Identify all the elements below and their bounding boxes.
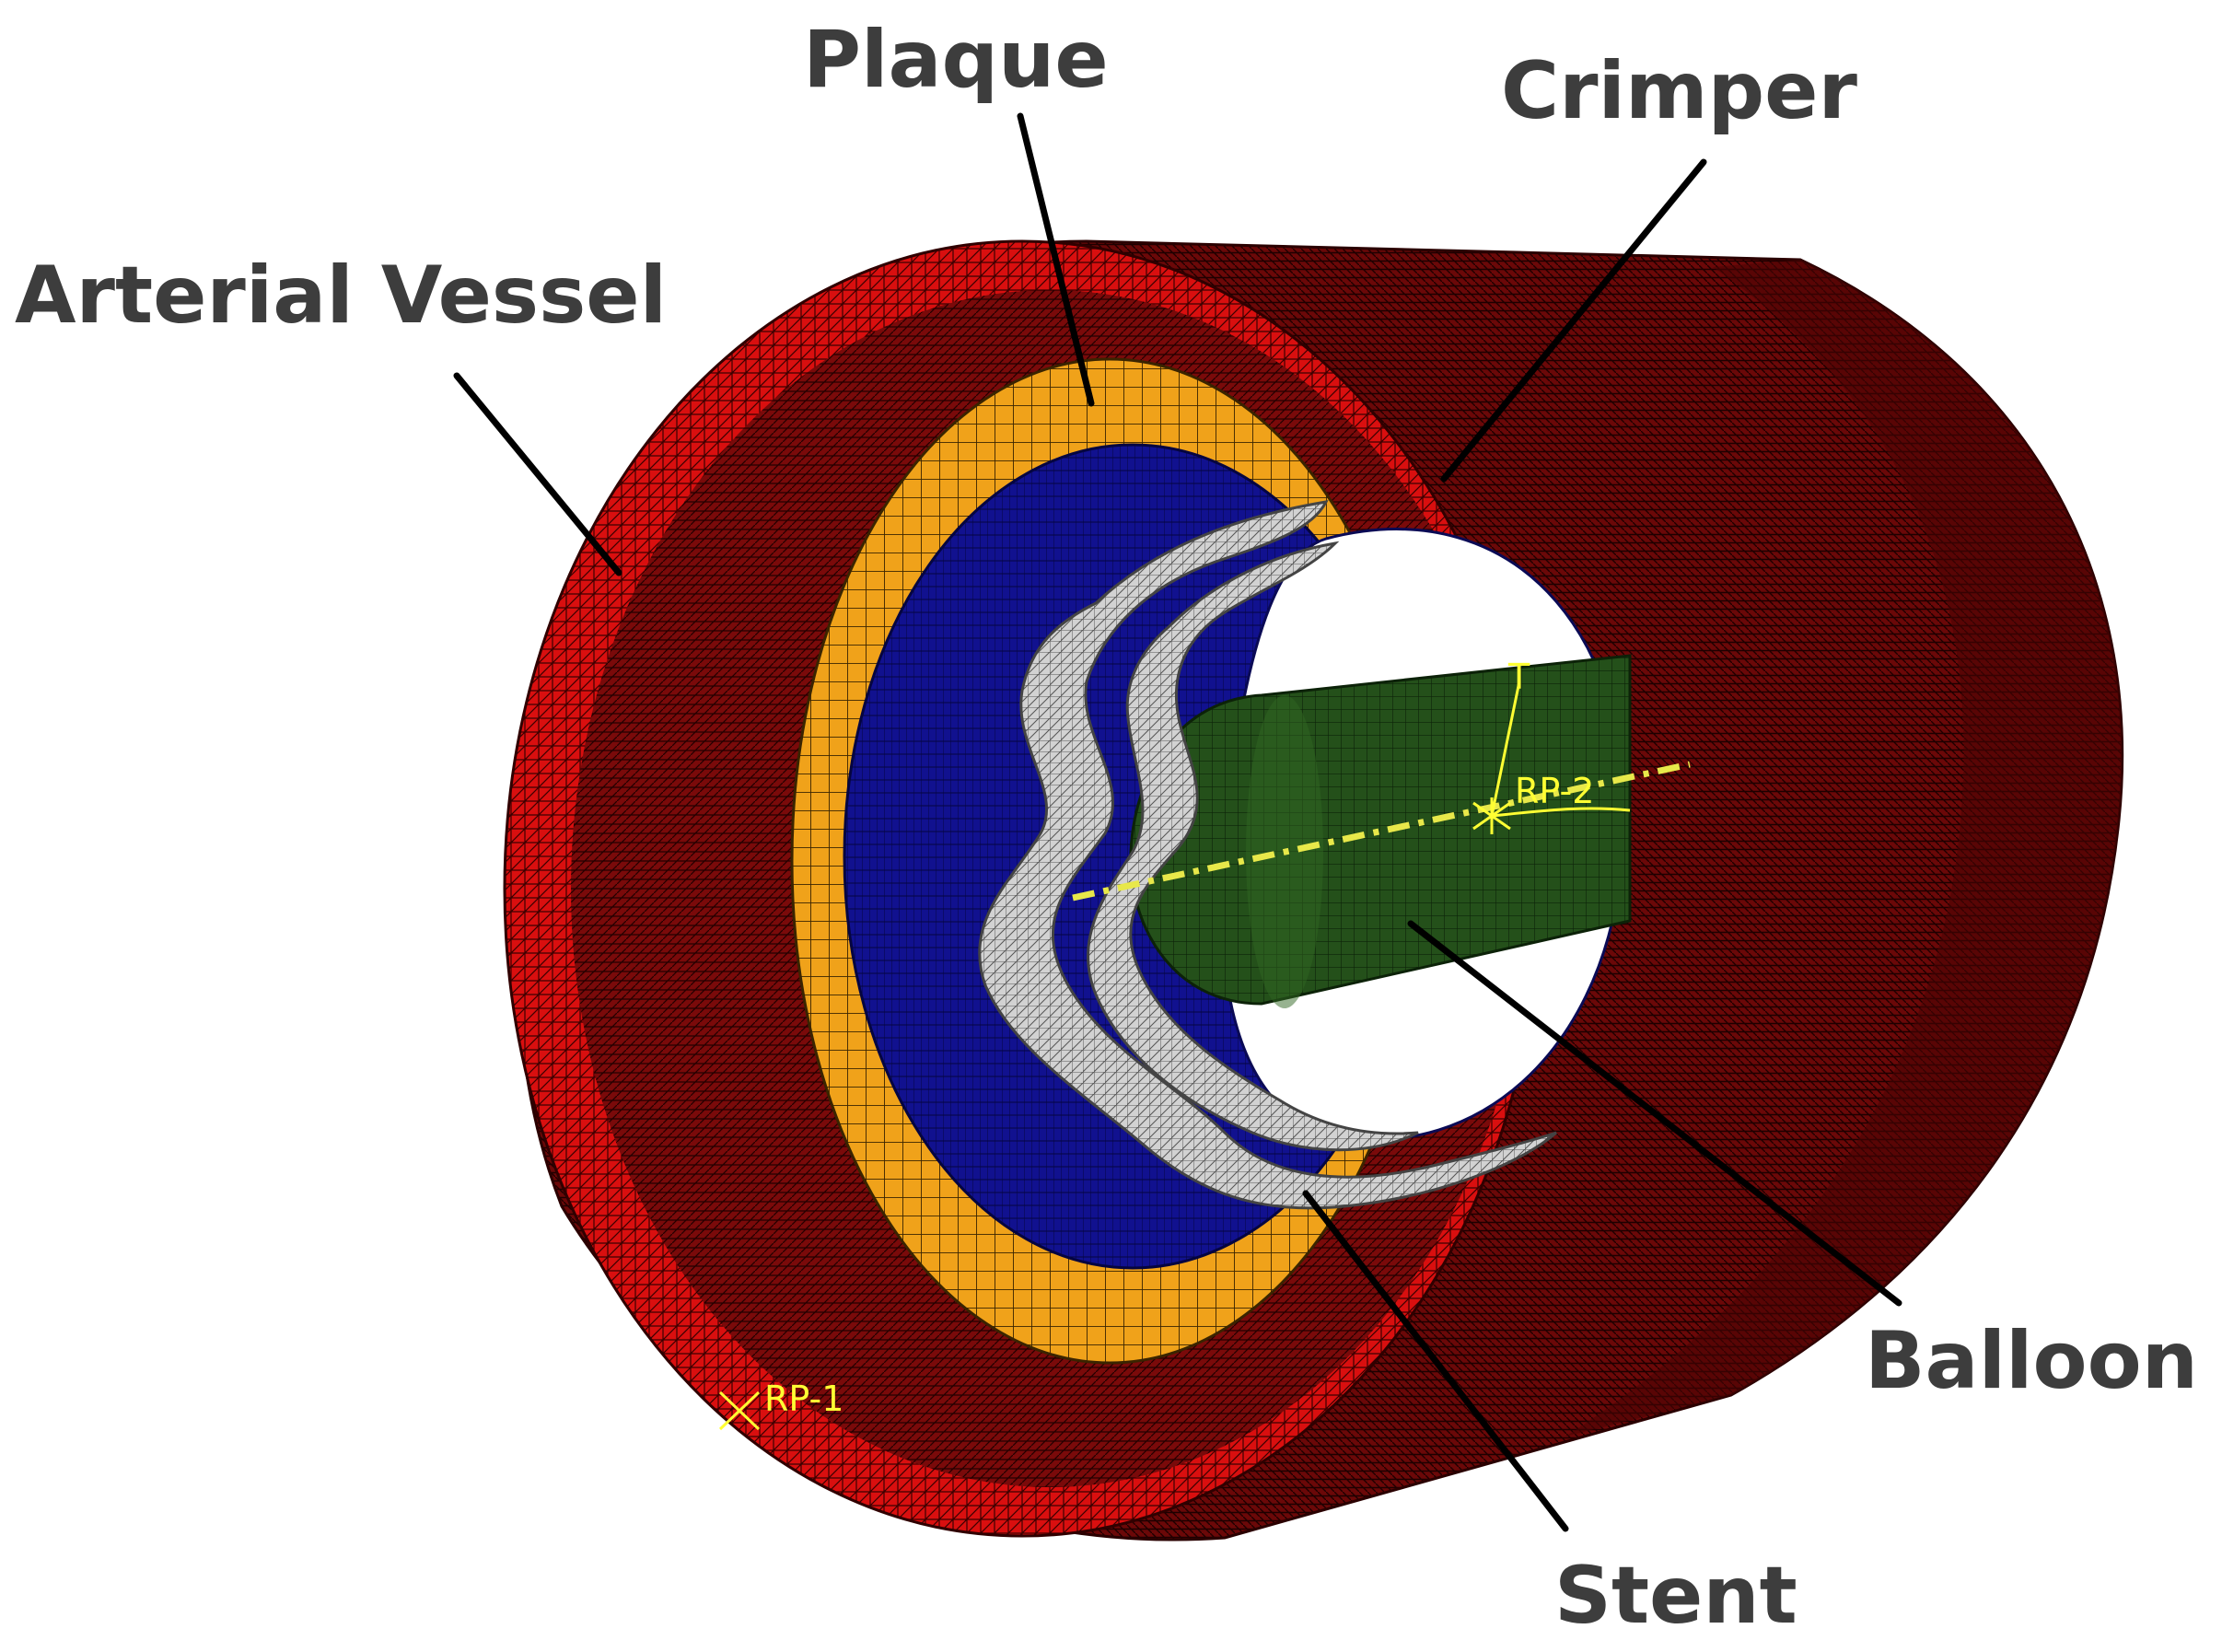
arterial-vessel-label: Arterial Vessel (15, 250, 668, 342)
plaque-label: Plaque (803, 14, 1109, 106)
rp2-marker: RP-2 T (1472, 657, 1631, 834)
crimper-label: Crimper (1501, 45, 1857, 137)
leader-lines (453, 112, 1902, 1532)
rp1-marker: RP-1 (718, 1379, 843, 1431)
balloon-leader (1407, 920, 1902, 1307)
balloon-axis-line (1072, 761, 1691, 902)
plaque-leader (1017, 112, 1095, 407)
arterial-vessel-leader (453, 372, 622, 576)
stent (978, 500, 1557, 1210)
rp2-label: RP-2 (1515, 771, 1594, 811)
axis-t-label: T (1507, 657, 1530, 697)
stent-label: Stent (1554, 1550, 1797, 1642)
stent-leader (1302, 1190, 1569, 1532)
rp1-label: RP-1 (764, 1379, 843, 1419)
balloon-label: Balloon (1865, 1315, 2198, 1407)
crimper-leader (1440, 158, 1707, 483)
